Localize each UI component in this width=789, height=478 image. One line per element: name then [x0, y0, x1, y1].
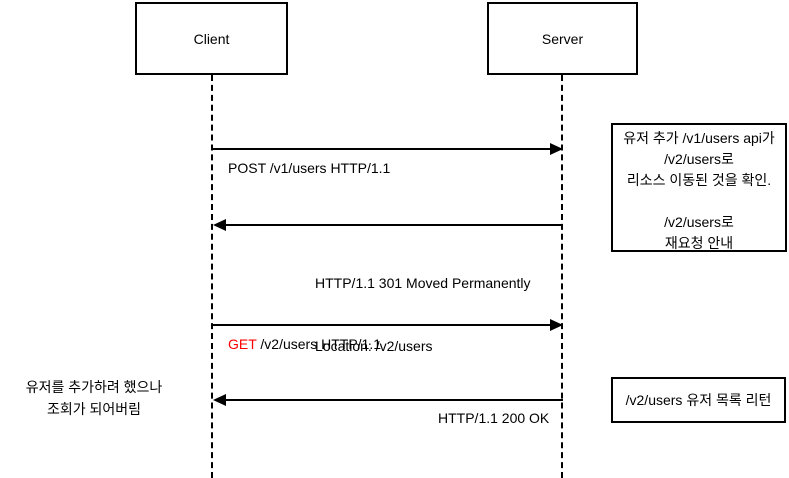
message-1-label: POST /v1/users HTTP/1.1: [228, 160, 391, 176]
note-server-line: [613, 191, 785, 212]
note-client-line2: 조회가 되어버림: [46, 401, 142, 417]
message-3-method-highlight: GET: [228, 336, 257, 352]
message-1-line: [213, 148, 550, 150]
note-server-line: 유저 추가 /v1/users api가: [623, 130, 775, 146]
message-2-arrowhead-left-icon: [213, 219, 226, 231]
message-3-label-rest: /v2/users HTTP/1.1: [256, 336, 382, 352]
actor-box-server: Server: [487, 2, 638, 75]
message-2-line: [226, 224, 563, 226]
lifeline-server: [561, 75, 563, 478]
message-1-arrowhead-right-icon: [550, 143, 563, 155]
note-server-line: 재요청 안내: [664, 235, 734, 251]
actor-label-client: Client: [193, 30, 230, 47]
note-server-return-text: /v2/users 유저 목록 리턴: [625, 392, 772, 408]
note-server-line: /v2/users로: [664, 214, 734, 230]
message-4-line: [226, 399, 563, 401]
message-3-arrowhead-right-icon: [550, 319, 563, 331]
actor-label-server: Server: [541, 30, 584, 47]
note-box-server-return: /v2/users 유저 목록 리턴: [611, 377, 786, 423]
message-3-label: GET /v2/users HTTP/1.1: [228, 334, 381, 355]
message-4-arrowhead-left-icon: [213, 394, 226, 406]
message-4-label: HTTP/1.1 200 OK: [438, 410, 550, 426]
message-2-label: HTTP/1.1 301 Moved Permanently Location:…: [315, 231, 531, 399]
note-text-client-result: 유저를 추가하려 했으나 조회가 되어버림: [4, 376, 184, 420]
message-2-label-line1: HTTP/1.1 301 Moved Permanently: [315, 275, 531, 291]
note-server-line: /v2/users로: [664, 151, 734, 167]
actor-box-client: Client: [135, 2, 288, 75]
note-box-server-redirect: 유저 추가 /v1/users api가 /v2/users로 리소스 이동된 …: [611, 123, 787, 252]
message-3-line: [213, 324, 550, 326]
message-2-label-line2: Location: /v2/users: [315, 338, 433, 354]
lifeline-client: [211, 75, 213, 478]
note-client-line1: 유저를 추가하려 했으나: [25, 379, 163, 395]
note-server-line: 리소스 이동된 것을 확인.: [626, 172, 772, 188]
